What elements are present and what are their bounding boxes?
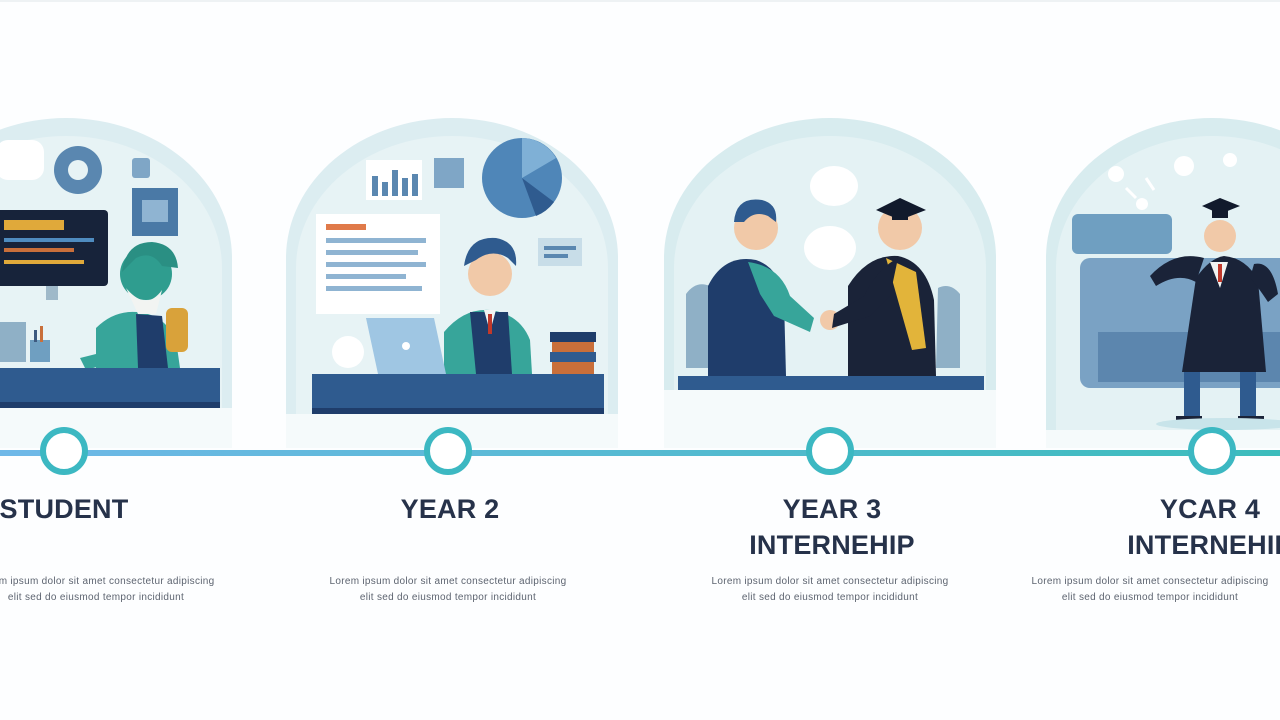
milestone-node-year-2[interactable] (424, 427, 472, 475)
milestone-title-text: YCAR 4 (1159, 494, 1261, 524)
milestone-title-year-3: YEAR 3 INTERNEHIP (662, 491, 1002, 563)
milestone-node-year-3[interactable] (806, 427, 854, 475)
milestone-subtitle-text: INTERNEHIP (749, 530, 915, 560)
desk-icon (312, 374, 604, 408)
milestone-title-text: YEAR 2 (400, 494, 500, 524)
milestone-description-year-4: Lorem ipsum dolor sit amet consectetur a… (1031, 576, 1269, 603)
laptop-worker-illustration (286, 118, 618, 448)
scene-handshake (664, 118, 996, 448)
graduate-illustration (1046, 118, 1280, 448)
milestone-subtitle-text: INTERNEHIP (1127, 530, 1280, 560)
speech-bubble-icon (804, 226, 856, 270)
speech-bubble-icon (810, 166, 858, 206)
scene-graduate-celebrating (1046, 118, 1280, 448)
table-icon (678, 376, 984, 390)
milestone-title-student: STUDENT (0, 491, 234, 527)
graduation-cap-icon (876, 198, 926, 220)
milestone-title-year-2: YEAR 2 (280, 491, 620, 527)
graduation-cap-icon (1202, 198, 1240, 214)
handshake-illustration (664, 118, 996, 448)
timeline-track (0, 450, 1280, 456)
speech-bubble-icon (0, 140, 44, 180)
milestone-description-student: Lorem ipsum dolor sit amet consectetur a… (0, 576, 215, 603)
top-border (0, 0, 1280, 2)
milestone-description-year-2: Lorem ipsum dolor sit amet consectetur a… (329, 576, 567, 603)
desk-icon (0, 368, 220, 402)
milestone-title-text: STUDENT (0, 494, 129, 524)
milestone-title-year-4: YCAR 4 INTERNEHIP (1040, 491, 1280, 563)
student-illustration (0, 118, 232, 448)
milestone-description-year-3: Lorem ipsum dolor sit amet consectetur a… (711, 576, 949, 603)
milestone-node-student[interactable] (40, 427, 88, 475)
milestone-node-year-4[interactable] (1188, 427, 1236, 475)
milestone-title-text: YEAR 3 (782, 494, 882, 524)
scene-working-on-laptop (286, 118, 618, 448)
scene-student-at-desk (0, 118, 232, 448)
